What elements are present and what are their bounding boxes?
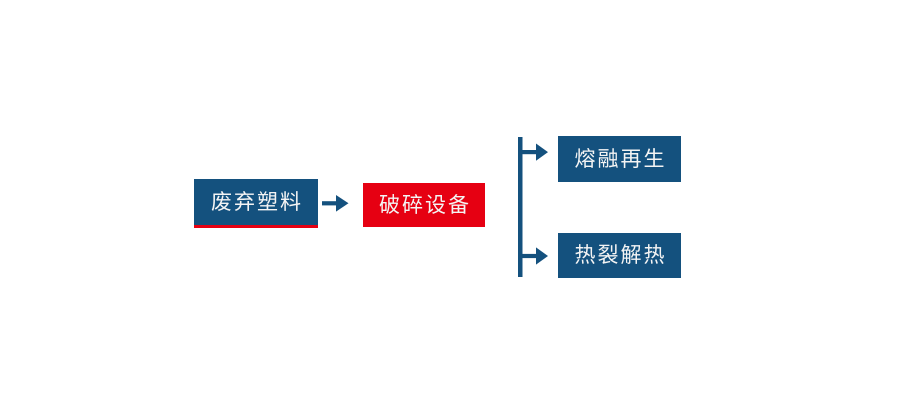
node-waste-plastic: 废弃塑料 <box>194 179 318 228</box>
node-crushing-equipment: 破碎设备 <box>363 183 485 227</box>
node-pyrolysis-heat: 热裂解热 <box>558 233 681 278</box>
arrow-right-icon <box>322 195 349 212</box>
node-label: 破碎设备 <box>379 192 471 217</box>
node-label: 热裂解热 <box>574 243 667 267</box>
node-label: 废弃塑料 <box>211 189 303 214</box>
branch-connector <box>518 137 548 277</box>
node-label: 熔融再生 <box>574 146 667 171</box>
node-melt-regeneration: 熔融再生 <box>558 136 681 182</box>
